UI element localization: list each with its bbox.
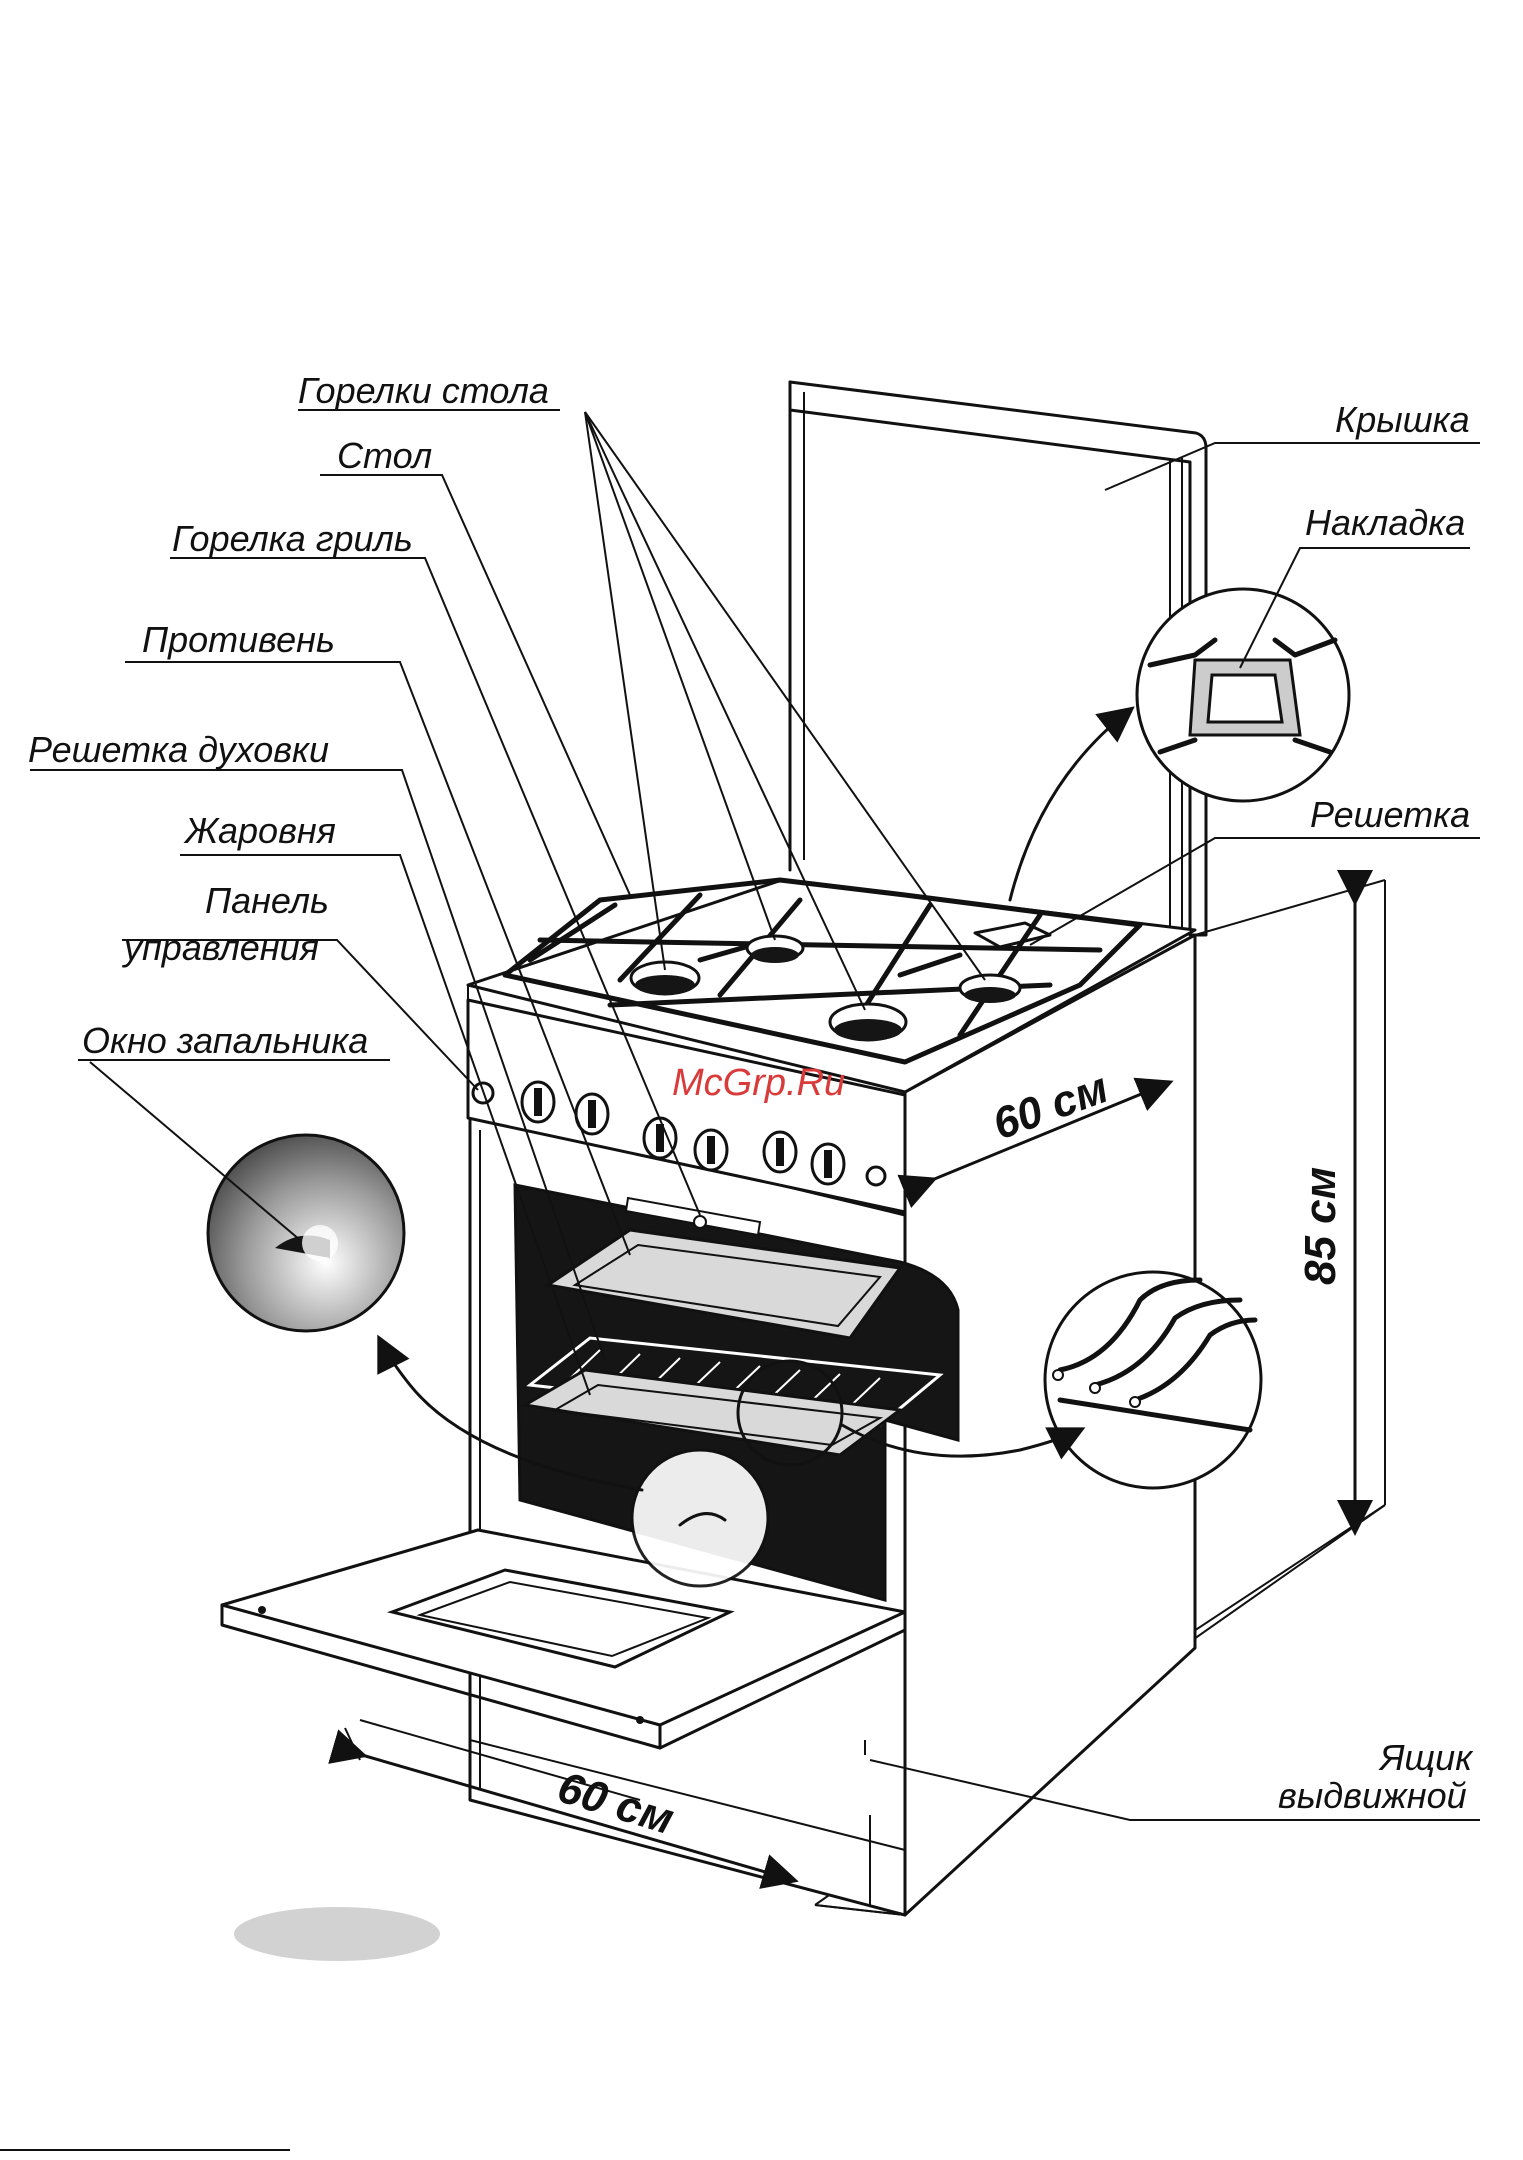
- label-grill-burner: Горелка гриль: [172, 518, 413, 559]
- knob-4: [695, 1130, 727, 1170]
- burner-front-right: [830, 1004, 906, 1041]
- callout-grate-detail: [1137, 589, 1349, 801]
- label-table-burners: Горелки стола: [298, 370, 549, 411]
- burner-rear-left: [747, 936, 803, 963]
- callout-rack-rails: [1045, 1272, 1261, 1488]
- label-oven-rack: Решетка духовки: [28, 729, 329, 770]
- indicator-light: [867, 1167, 885, 1185]
- dimension-height: 85 см: [1296, 1167, 1345, 1285]
- knob-5: [764, 1132, 796, 1172]
- label-table: Стол: [337, 435, 432, 476]
- label-control-panel-line1: Панель: [205, 880, 329, 921]
- label-lid: Крышка: [1335, 399, 1470, 440]
- label-drawer-line1: Ящик: [1378, 1737, 1474, 1778]
- label-overlay: Накладка: [1305, 502, 1465, 543]
- label-control-panel-line2: управления: [121, 927, 319, 968]
- knob-6: [812, 1144, 844, 1184]
- callout-igniter-window: [208, 1135, 404, 1331]
- label-baking-tray: Противень: [142, 619, 335, 660]
- watermark: McGrp.Ru: [672, 1062, 845, 1104]
- label-roasting-pan: Жаровня: [183, 810, 336, 851]
- label-grate: Решетка: [1310, 794, 1470, 835]
- label-drawer-line2: выдвижной: [1278, 1775, 1467, 1816]
- label-igniter-window: Окно запальника: [82, 1020, 368, 1061]
- callout-small-lens: [632, 1450, 768, 1586]
- shadow-blob: [234, 1907, 440, 1961]
- knob-3: [644, 1118, 676, 1158]
- burner-rear-right: [960, 975, 1020, 1003]
- knob-1: [522, 1082, 554, 1122]
